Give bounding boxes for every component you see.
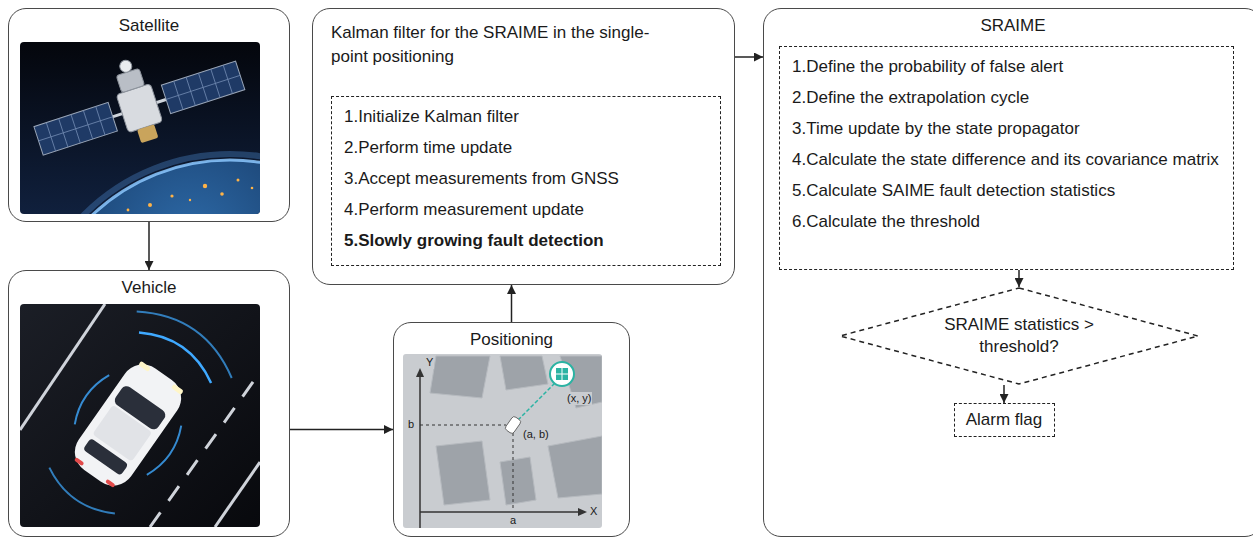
output-box: Alarm flag [954,403,1055,437]
map-background [403,354,602,528]
node-text: Alarm flag [966,409,1043,431]
location-pin [550,362,574,386]
vehicle-picture [20,304,260,527]
step-text: 1.Define the probability of false alert [792,51,1223,82]
pin-icon [556,368,568,380]
image-panel: Positioning [393,322,630,537]
car-top-view [28,304,242,527]
map-buildings [430,356,602,505]
diamond-outline [839,287,1199,385]
step-text: 4.Calculate the state difference and its… [792,144,1223,175]
step-text: 5.Slowly growing fault detection [344,225,710,256]
decision-diamond: SRAIME statistics > threshold? [839,287,1199,385]
atmosphere-glow [24,154,260,214]
map-label: (x, y) [566,392,592,405]
step-text: 5.Calculate SAIME fault detection statis… [792,175,1223,206]
step-text: 2.Perform time update [344,132,710,163]
arrow-connector [735,56,763,58]
guide-line [420,425,506,426]
image-panel: Vehicle [8,270,290,537]
map-label: (a, b) [522,428,550,441]
y-axis [419,374,421,528]
axis-arrowhead [578,508,587,516]
panel-title: Vehicle [9,271,289,299]
earth [30,160,260,214]
step-text: 1.Initialize Kalman filter [344,101,710,132]
step-text: 3.Time update by the state propagator [792,113,1223,144]
lane-line [215,462,260,527]
road-background [20,304,260,527]
step-text: 3.Accept measurements from GNSS [344,163,710,194]
axis-arrowhead [416,368,424,377]
arrow-connector [290,429,393,431]
satellite-picture [20,42,260,214]
arrow-connector [148,222,150,270]
lane-line [20,304,105,430]
range-line [518,384,554,420]
x-axis [420,511,580,513]
map-label: Y [425,356,434,369]
panel-title: SRAIME [764,9,1253,37]
satellite-craft [23,42,251,173]
map-picture [403,354,602,528]
arrow-connector [1003,385,1005,403]
panel-title: Satellite [9,9,289,37]
step-text: 4.Perform measurement update [344,194,710,225]
step-text: 2.Define the extrapolation cycle [792,82,1223,113]
panel-title: Positioning [394,323,629,351]
map-car [504,416,521,435]
step-list: 1.Initialize Kalman filter2.Perform time… [331,96,721,266]
arrow-connector [1018,270,1020,287]
process-panel: Kalman filter for the SRAIME in the sing… [312,8,735,285]
guide-line [513,433,514,511]
diamond-shape [840,288,1198,384]
map-label: a [509,514,517,527]
node-text: SRAIME statistics > threshold? [934,314,1104,358]
map-label: X [589,505,598,518]
process-panel: SRAIME 1.Define the probability of false … [763,8,1253,537]
map-label: b [407,418,415,431]
image-panel: Satellite [8,8,290,222]
arrow-connector [511,285,513,322]
panel-title: Kalman filter for the SRAIME in the sing… [331,21,651,69]
city-lights [127,179,254,212]
step-list: 1.Define the probability of false alert2… [779,46,1234,270]
step-text: 6.Calculate the threshold [792,206,1223,237]
